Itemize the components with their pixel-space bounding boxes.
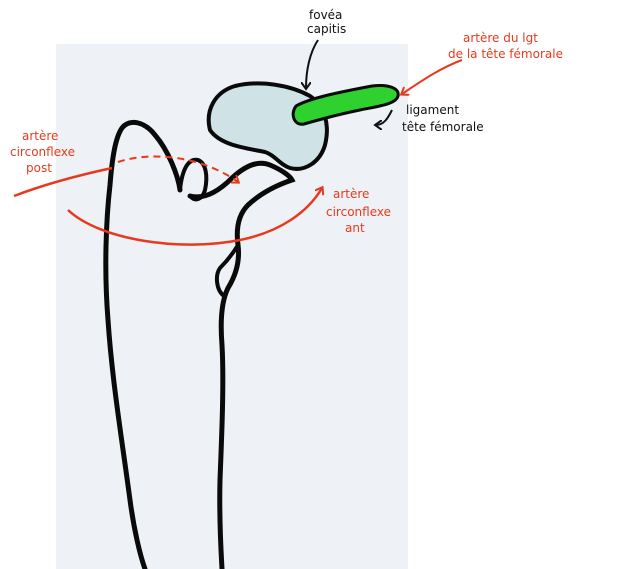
label-artery-ligament-line2: de la tête fémorale xyxy=(448,47,563,61)
label-fovea-line2: capitis xyxy=(307,22,346,36)
label-circumflex-post-line2: circonflexe xyxy=(10,145,75,159)
label-ligament-line2: tête fémorale xyxy=(402,120,484,134)
label-circumflex-ant-line2: circonflexe xyxy=(326,205,391,219)
label-artery-ligament-line1: artère du lgt xyxy=(463,31,538,45)
label-circumflex-post-line3: post xyxy=(26,161,52,175)
label-circumflex-post-line1: artère xyxy=(22,129,58,143)
artery-ligament-pointer xyxy=(402,60,462,94)
label-circumflex-ant-line1: artère xyxy=(333,187,369,201)
label-ligament-line1: ligament xyxy=(406,103,459,117)
label-fovea-line1: fovéa xyxy=(309,8,342,22)
label-circumflex-ant-line3: ant xyxy=(345,221,365,235)
